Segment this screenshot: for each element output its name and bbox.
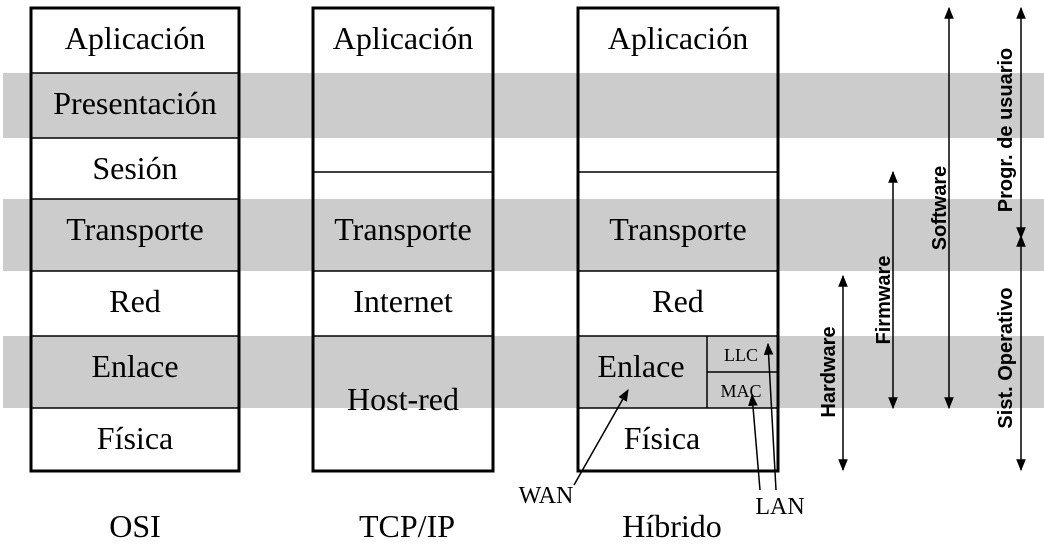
tcpip-white-aplicacion (313, 8, 493, 73)
tcpip-layer-host-red: Host-red (347, 381, 459, 417)
wan-label: WAN (519, 483, 574, 509)
lan-arrow-mac (748, 393, 761, 491)
osi-layer-presentacion: Presentación (53, 85, 217, 121)
tcpip-label: TCP/IP (359, 508, 455, 544)
tcpip-layer-transporte: Transporte (334, 211, 471, 247)
tcpip-layer-internet: Internet (353, 283, 453, 319)
hibrido-layer-aplicacion: Aplicación (608, 20, 748, 56)
hibrido-sublayer-llc: LLC (724, 345, 758, 365)
hibrido-layer-enlace: Enlace (597, 348, 684, 384)
lan-arrow-llc (763, 342, 777, 491)
osi-label: OSI (109, 508, 161, 544)
hibrido-layer-red: Red (652, 283, 704, 319)
osi-white-fisica (31, 408, 239, 471)
band-enlace (3, 336, 1044, 408)
tcpip-column: Aplicación Transporte Internet Host-red … (311, 6, 495, 544)
software-label: Software (929, 166, 951, 250)
wan-arrow (573, 388, 629, 486)
hibrido-white-sesion (578, 138, 778, 199)
tcpip-white-fisica (313, 408, 493, 471)
osi-layer-transporte: Transporte (66, 211, 203, 247)
osi-box (29, 6, 241, 473)
lan-label: LAN (755, 494, 804, 520)
progr-usuario-label: Progr. de usuario (995, 48, 1017, 212)
tcpip-layer-aplicacion: Aplicación (333, 20, 473, 56)
tcpip-white-sesion (313, 138, 493, 199)
osi-column: Aplicación Presentación Sesión Transport… (29, 6, 241, 544)
hibrido-column: Aplicación Transporte Red Enlace LLC MAC… (519, 6, 805, 544)
band-presentacion (3, 73, 1044, 138)
osi-layer-aplicacion: Aplicación (65, 20, 205, 56)
hardware-label: Hardware (818, 326, 840, 417)
tcpip-box (311, 6, 495, 473)
osi-layer-enlace: Enlace (91, 348, 178, 384)
firmware-label: Firmware (873, 256, 895, 345)
sist-operativo-label: Sist. Operativo (995, 287, 1017, 428)
hibrido-white-red (578, 271, 778, 336)
hibrido-layer-fisica: Física (624, 420, 700, 456)
osi-layer-fisica: Física (97, 420, 173, 456)
osi-layer-sesion: Sesión (92, 150, 177, 186)
hibrido-sublayer-mac: MAC (720, 381, 761, 401)
hibrido-layer-transporte: Transporte (609, 211, 746, 247)
osi-layer-red: Red (109, 283, 161, 319)
hibrido-label: Híbrido (622, 508, 722, 544)
osi-white-sesion (31, 138, 239, 199)
hibrido-box (576, 6, 780, 473)
osi-white-aplicacion (31, 8, 239, 73)
band-transporte (3, 199, 1044, 271)
hibrido-white-aplicacion (578, 8, 778, 73)
tcpip-white-red (313, 271, 493, 336)
scales: Hardware Firmware Software Progr. de usu… (818, 6, 1026, 472)
osi-white-red (31, 271, 239, 336)
